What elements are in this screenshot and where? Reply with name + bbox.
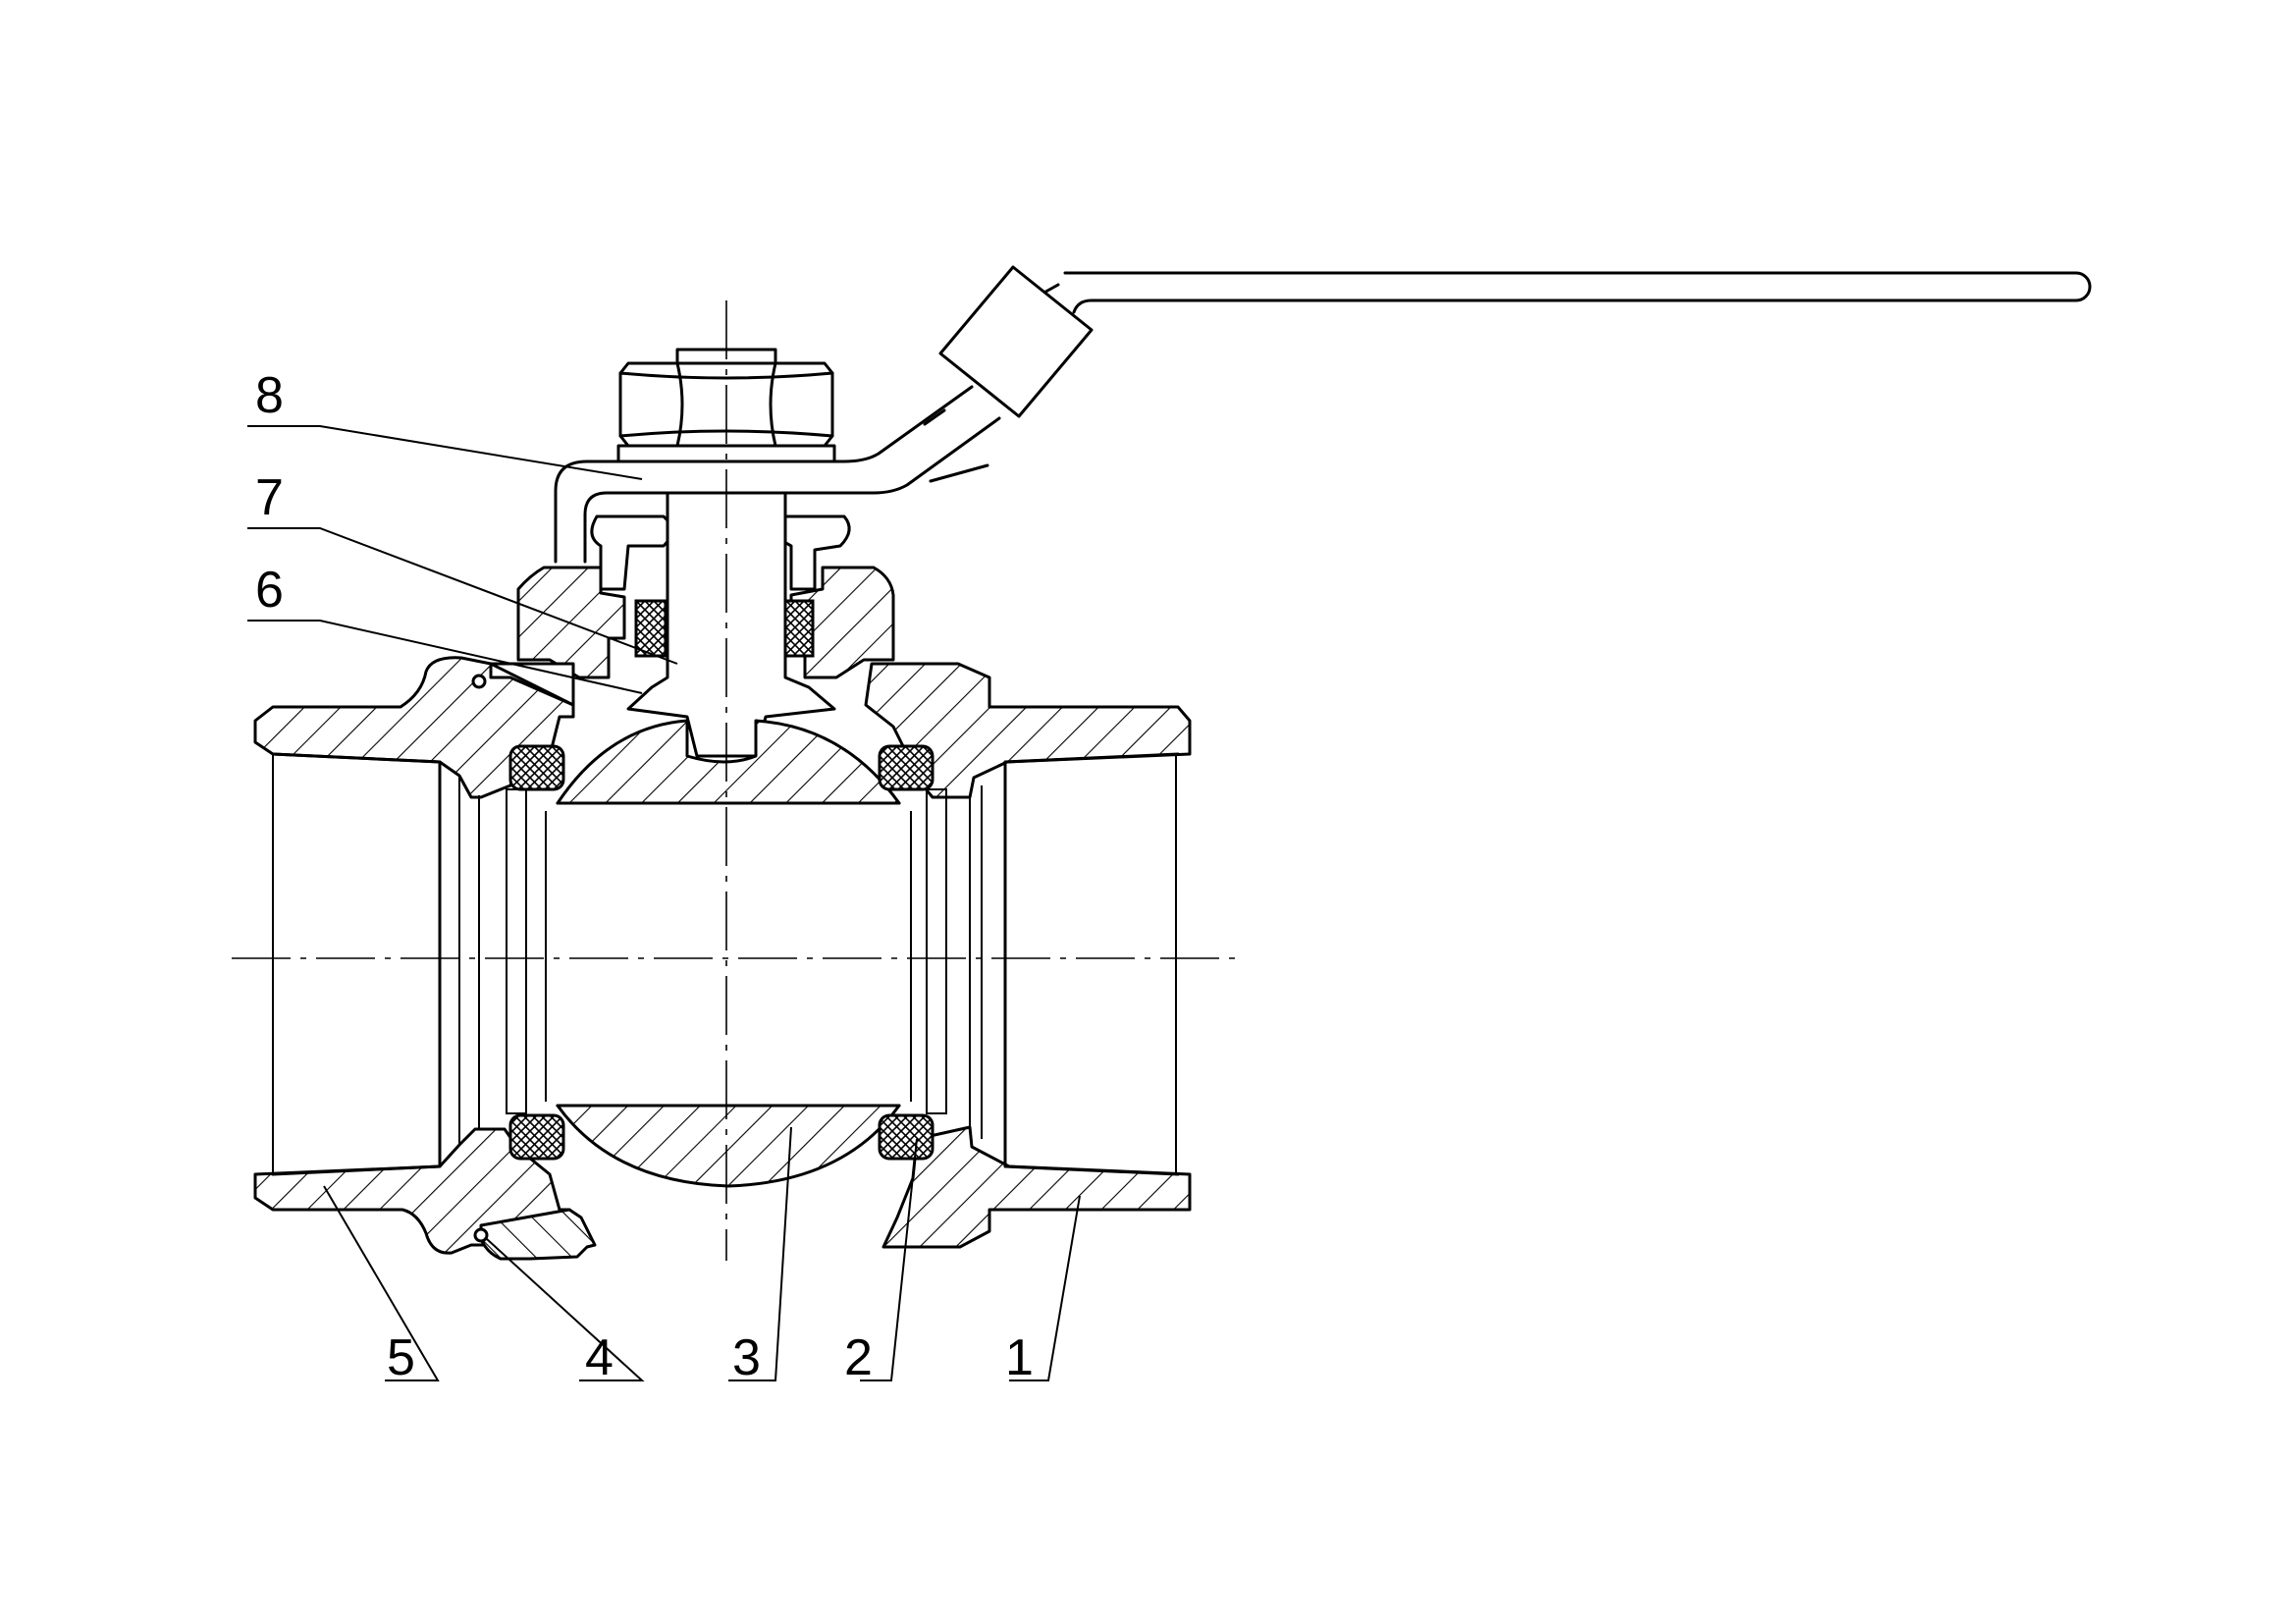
ball-seats <box>506 744 947 1161</box>
callout-5: 5 <box>387 1329 415 1386</box>
callout-6: 6 <box>255 562 284 619</box>
valve-ball <box>545 719 912 1188</box>
stem-nut <box>616 348 836 463</box>
callout-1: 1 <box>1005 1329 1034 1386</box>
callout-3: 3 <box>732 1329 761 1386</box>
callout-2: 2 <box>844 1329 873 1386</box>
body-right <box>864 662 1192 1249</box>
center-lines <box>232 300 1239 1261</box>
leader-lines <box>247 425 1081 1381</box>
callout-4: 4 <box>585 1329 614 1386</box>
callout-labels: 8 7 6 5 4 3 2 1 <box>255 367 1034 1386</box>
end-cap-left <box>253 656 597 1261</box>
body-neck <box>516 514 895 679</box>
callout-7: 7 <box>255 469 284 526</box>
callout-8: 8 <box>255 367 284 424</box>
